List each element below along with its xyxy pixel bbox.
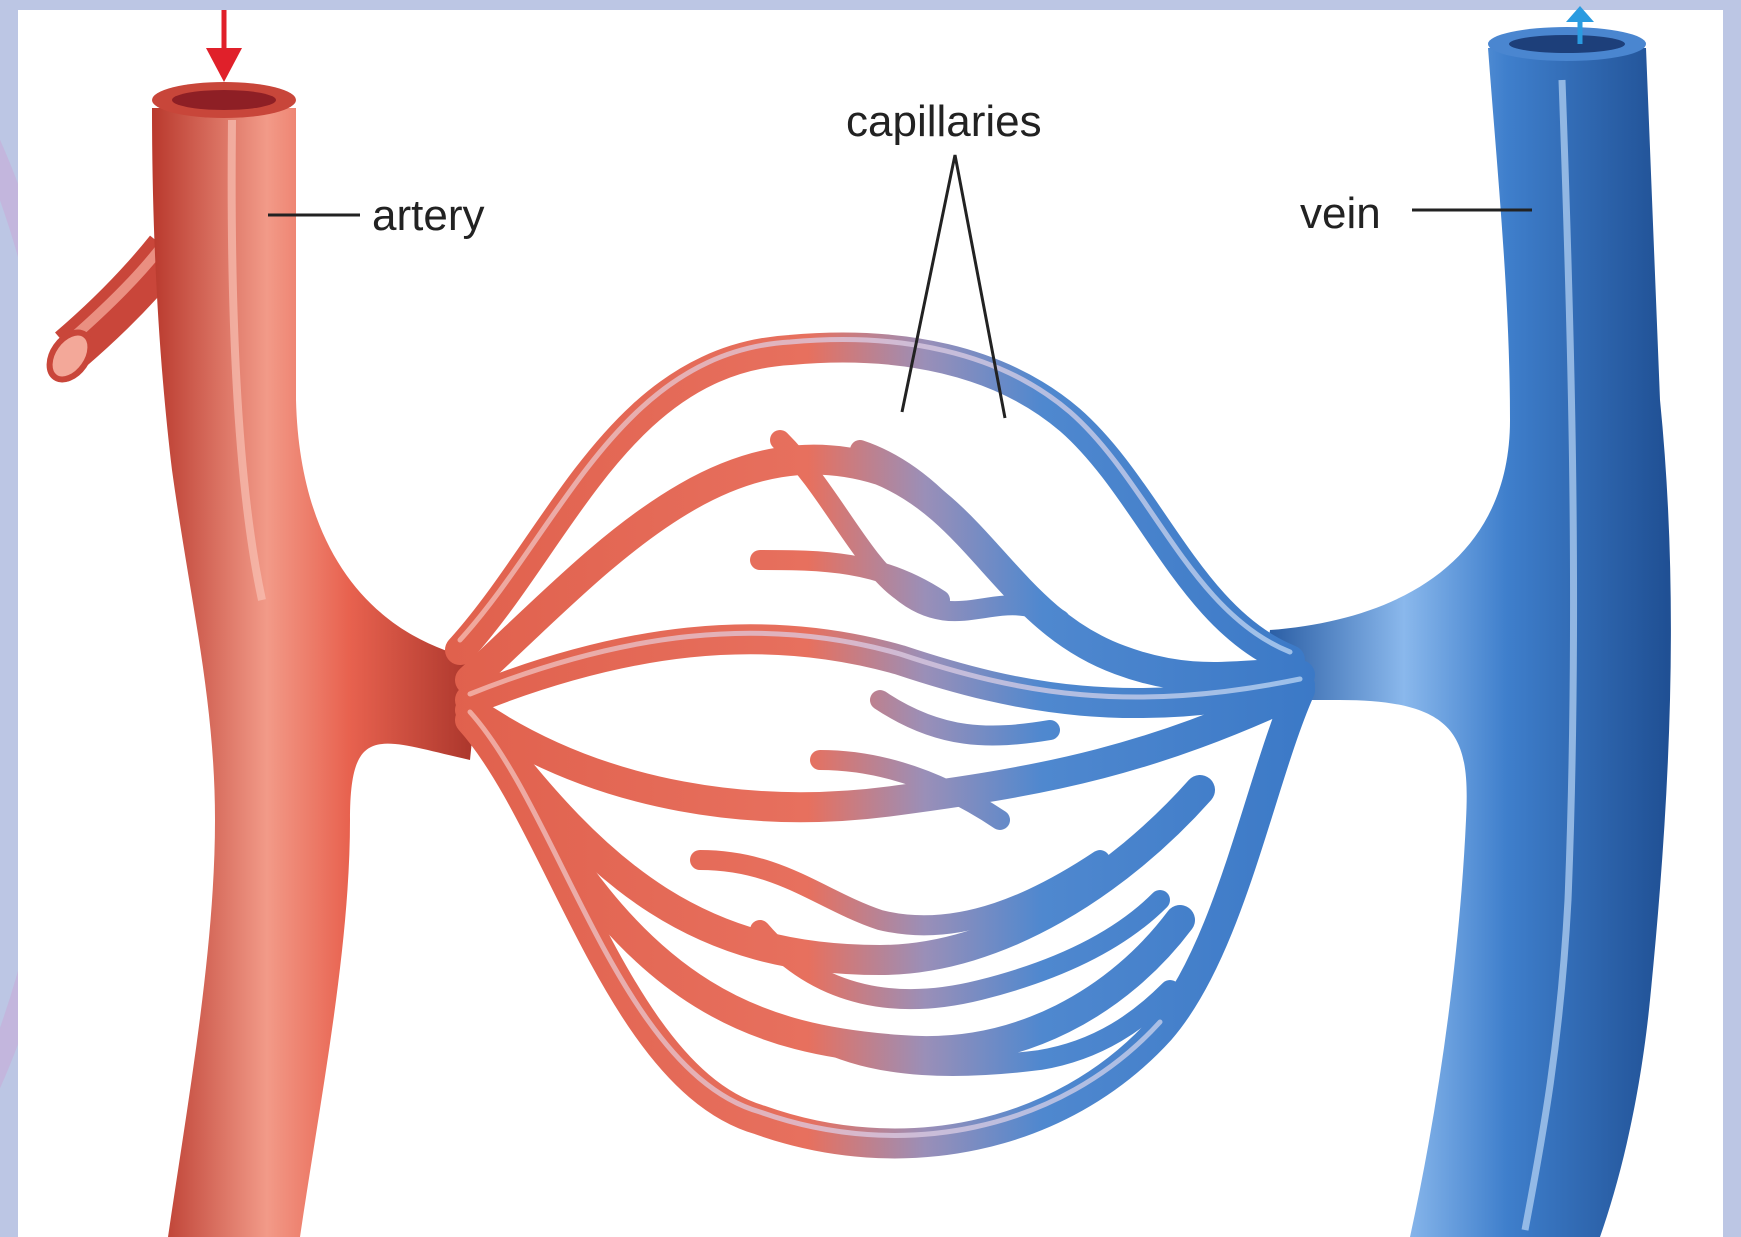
vein-label: vein <box>1300 189 1381 238</box>
flow-arrow-in-icon <box>206 10 242 82</box>
capillary-bed <box>460 340 1300 1144</box>
capillary-outer-top <box>460 348 1290 660</box>
artery-vessel <box>41 82 480 1237</box>
artery-label: artery <box>372 191 484 240</box>
artery-trunk <box>152 108 480 1237</box>
capillaries-label: capillaries <box>846 97 1042 146</box>
